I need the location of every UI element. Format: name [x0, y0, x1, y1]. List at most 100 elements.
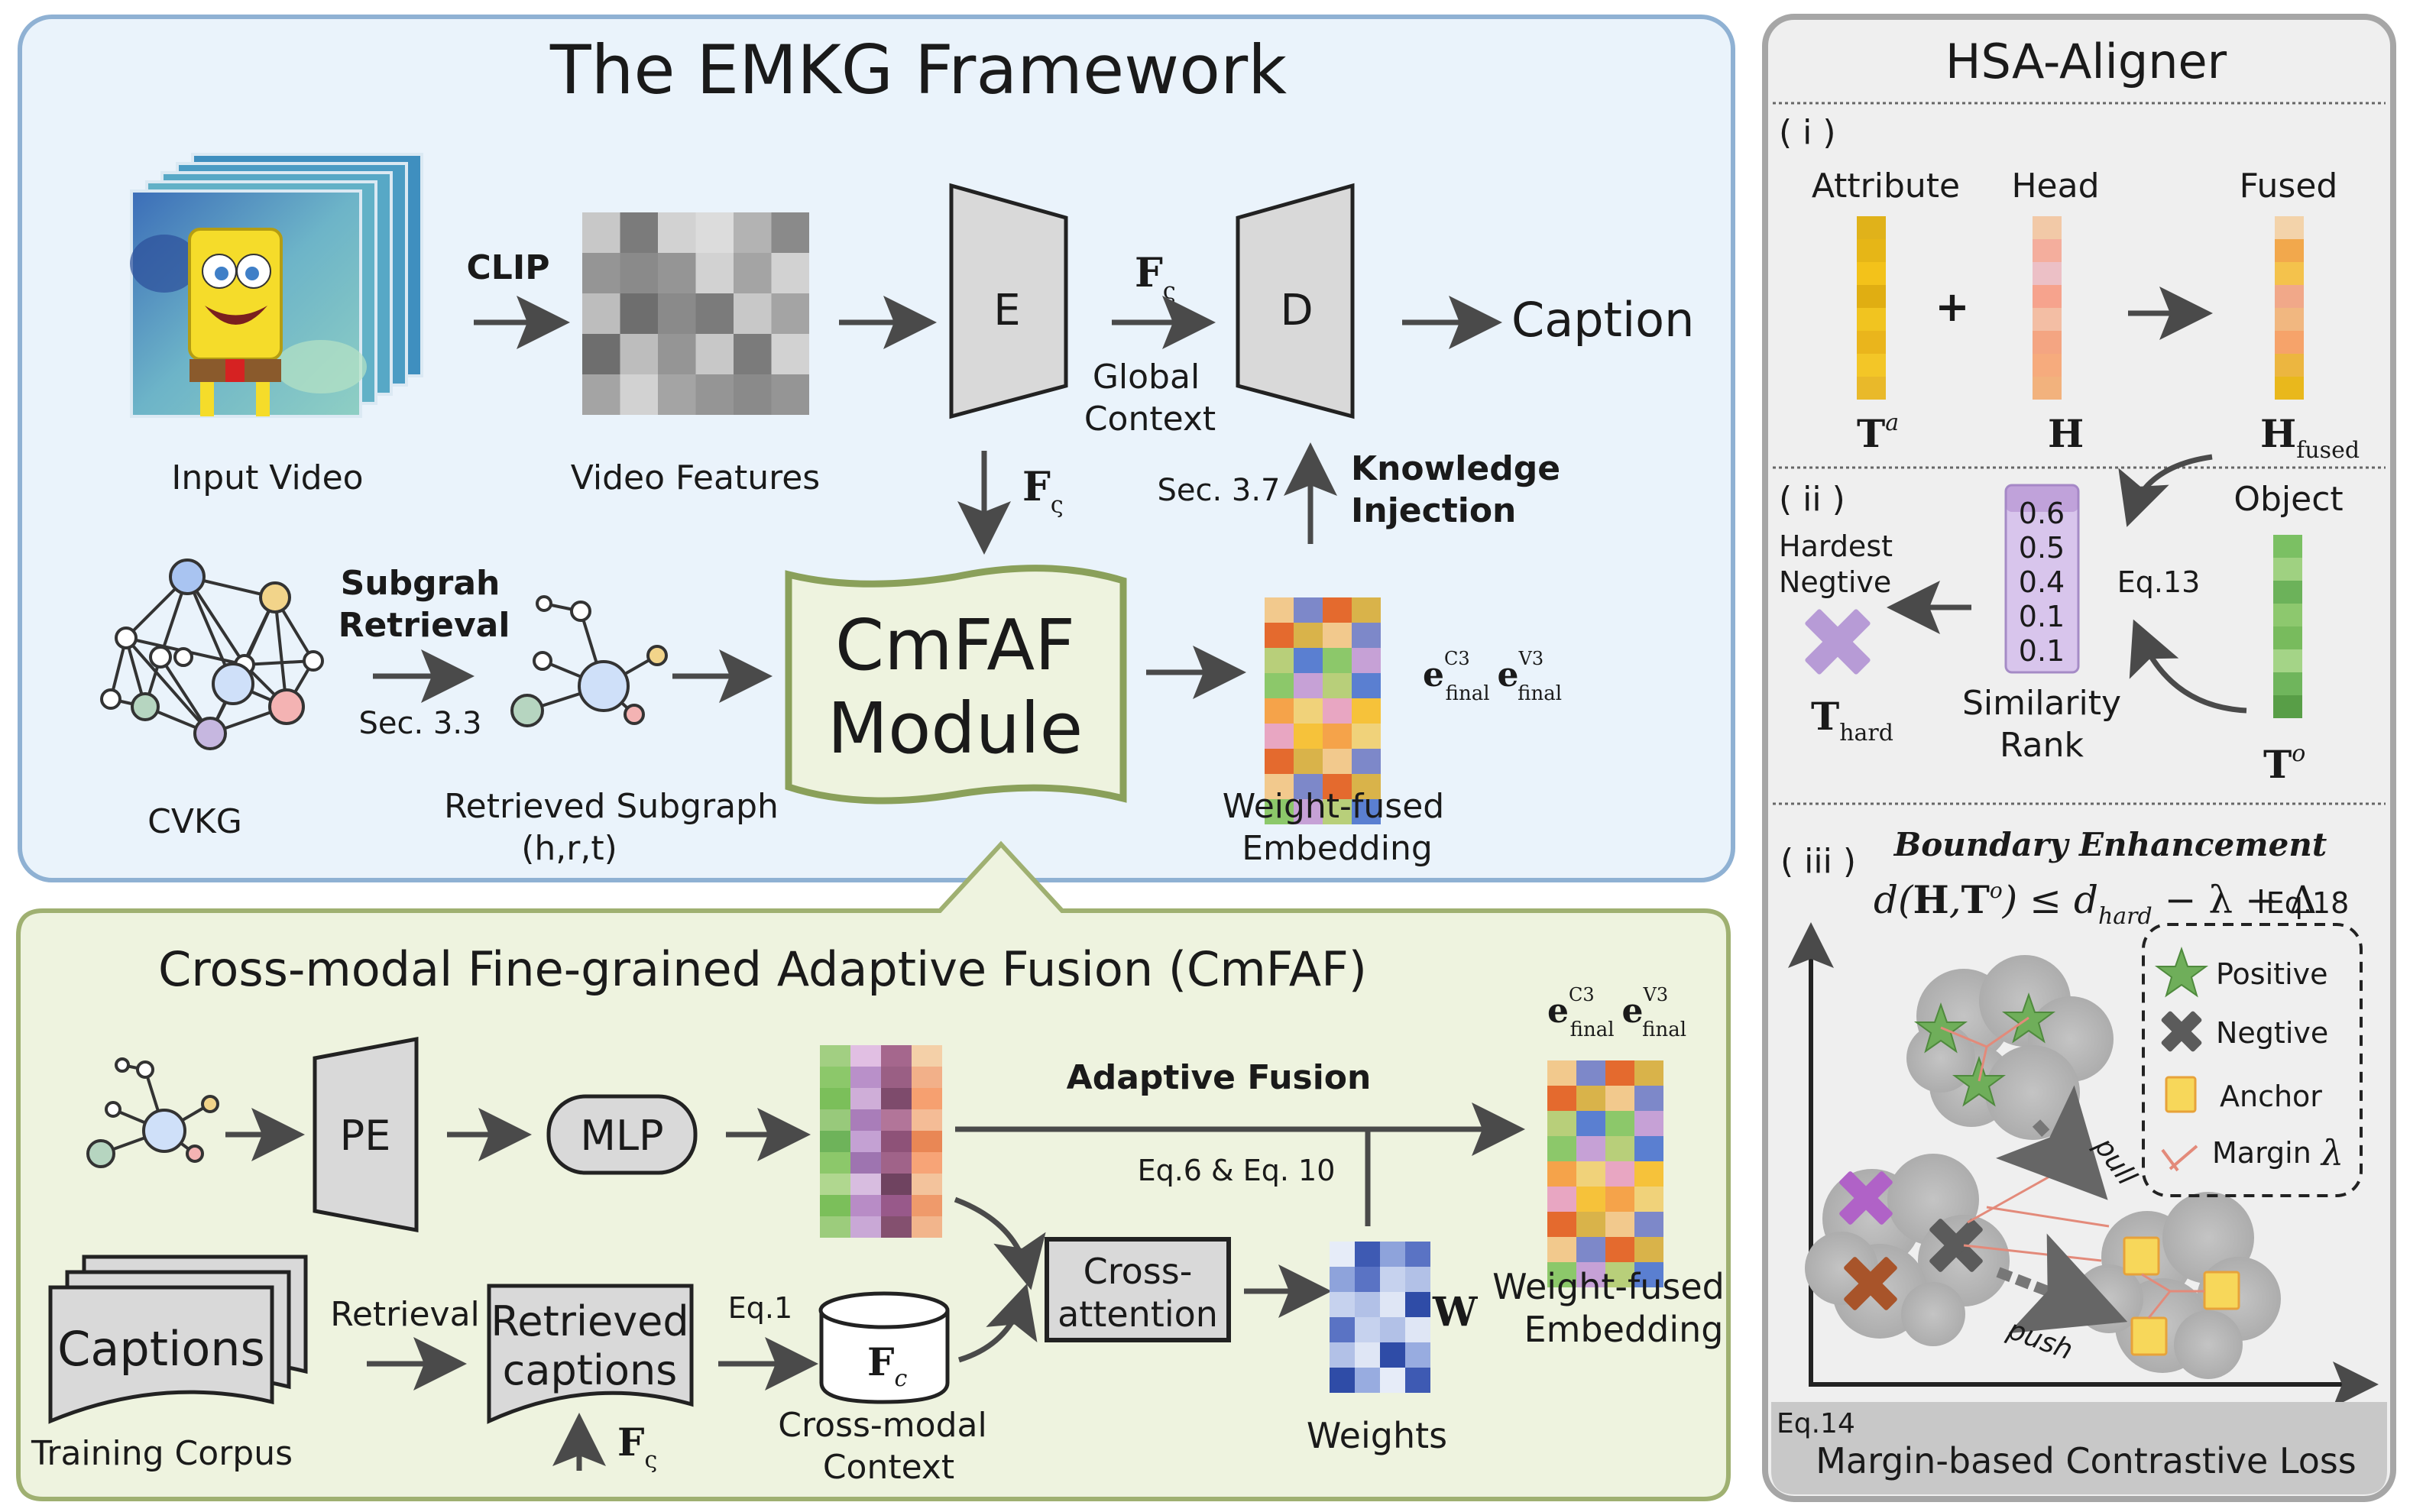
fused-label: Fused [2240, 167, 2338, 206]
training-corpus-label: Training Corpus [31, 1434, 293, 1473]
embedding-cell [1547, 1136, 1576, 1161]
cross-modal-context-label-2: Context [823, 1448, 954, 1487]
fused-vector-cell [2275, 331, 2304, 354]
embedding-cell [1605, 1262, 1634, 1287]
embedding-cell [1265, 597, 1294, 623]
embedding-cell [1294, 673, 1323, 698]
embedding-cell [1605, 1060, 1634, 1086]
attribute-vector [1857, 216, 1886, 400]
embedding-cell [1576, 1262, 1605, 1287]
legend-negative-icon [2161, 1011, 2202, 1052]
object-to-similarity-arrow [2129, 619, 2247, 714]
knowledge-embedding-cell [881, 1045, 912, 1067]
head-vector-cell [2033, 308, 2062, 331]
head-vector-cell [2033, 377, 2062, 400]
video-feature-cell [771, 334, 809, 374]
input-video-label: Input Video [171, 458, 363, 497]
embedding-cell [1605, 1136, 1634, 1161]
knowledge-label-1: Knowledge [1351, 449, 1560, 488]
pe-label: PE [340, 1112, 391, 1160]
embedding-cell [1294, 774, 1323, 799]
embedding-cell [1634, 1136, 1663, 1161]
embedding-cell [1576, 1086, 1605, 1111]
hsa-footer-label: Margin-based Contrastive Loss [1816, 1440, 2357, 1481]
legend-box [2142, 923, 2363, 1197]
knowledge-embedding-cell [912, 1195, 942, 1216]
boundary-formula: d(H,To) ≤ dhard − λ + Δ [1874, 877, 2317, 930]
knowledge-embedding-cell [912, 1067, 942, 1088]
embedding-cell [1634, 1187, 1663, 1212]
part-ii-label: ( ii ) [1779, 480, 1845, 519]
fused-vector-cell [2275, 239, 2304, 262]
knowledge-embedding-cell [912, 1088, 942, 1109]
video-feature-cell [734, 253, 772, 293]
embedding-cell [1352, 799, 1381, 824]
legend-positive-icon [2154, 946, 2209, 998]
eq14-label: Eq.14 [1777, 1408, 1855, 1439]
weight-fused-top-label-2: Embedding [1242, 829, 1433, 868]
video-feature-cell [695, 253, 734, 293]
embedding-cell [1265, 673, 1294, 698]
embedding-cell [1294, 623, 1323, 648]
weight-cell [1330, 1368, 1355, 1393]
object-vector [2273, 535, 2302, 718]
embedding-cell [1323, 749, 1352, 774]
head-vector-cell [2033, 285, 2062, 308]
fused-vector-cell [2275, 308, 2304, 331]
weight-cell [1330, 1317, 1355, 1342]
video-feature-cell [771, 374, 809, 415]
embedding-cell [1265, 648, 1294, 673]
weight-cell [1355, 1317, 1380, 1342]
attribute-vector-cell [1857, 285, 1886, 308]
video-feature-cell [771, 212, 809, 253]
knowledge-embedding-cell [820, 1195, 850, 1216]
weight-cell [1405, 1317, 1430, 1342]
subgraph-retrieval-label-2: Retrieval [339, 606, 510, 645]
video-feature-cell [620, 334, 658, 374]
fused-vector-cell [2275, 377, 2304, 400]
embedding-cell [1634, 1060, 1663, 1086]
embedding-cell [1547, 1212, 1576, 1237]
embedding-cell [1576, 1161, 1605, 1187]
hsa-panel [1762, 14, 2396, 1502]
object-label: Object [2233, 480, 2343, 519]
head-vector-cell [2033, 262, 2062, 285]
anchor-edges [2141, 1273, 2204, 1319]
part-iii-label: ( iii ) [1780, 842, 1856, 881]
cmfaf-subgraph-icon [86, 1057, 219, 1168]
positive-edges [1940, 1016, 2029, 1082]
embedding-cell [1605, 1111, 1634, 1136]
similarity-values: 0.60.50.40.10.1 [2019, 497, 2065, 668]
head-vector-cell [2033, 216, 2062, 239]
knowledge-embedding-cell [850, 1067, 881, 1088]
cross-attention-label-1: Cross- [1084, 1251, 1193, 1292]
mlp-block [546, 1094, 698, 1175]
video-feature-cell [658, 212, 696, 253]
knowledge-embedding-cell [850, 1152, 881, 1174]
embedding-cell [1547, 1086, 1576, 1111]
video-features-label: Video Features [571, 458, 820, 497]
embedding-cell [1547, 1060, 1576, 1086]
video-feature-cell [658, 253, 696, 293]
eq13-label: Eq.13 [2117, 565, 2201, 599]
similarity-value: 0.6 [2019, 497, 2065, 530]
embedding-cell [1265, 698, 1294, 724]
cmfaf-title: Cross-modal Fine-grained Adaptive Fusion… [158, 941, 1367, 997]
embedding-cell [1547, 1111, 1576, 1136]
w-label: W [1432, 1289, 1479, 1336]
knowledge-embedding-cell [850, 1174, 881, 1195]
video-feature-cell [620, 374, 658, 415]
weight-cell [1330, 1342, 1355, 1368]
emkg-title: The EMKG Framework [549, 31, 1287, 109]
legend-negative-label: Negtive [2216, 1016, 2328, 1050]
weight-cell [1355, 1342, 1380, 1368]
embedding-cell [1352, 648, 1381, 673]
embedding-cell [1352, 698, 1381, 724]
embedding-cell [1323, 698, 1352, 724]
cmfaf-module-title-2: Module [828, 688, 1084, 769]
embedding-cell [1576, 1136, 1605, 1161]
knowledge-embedding-cell [850, 1045, 881, 1067]
video-feature-cell [582, 293, 620, 334]
cmfaf-module-box [785, 565, 1127, 805]
